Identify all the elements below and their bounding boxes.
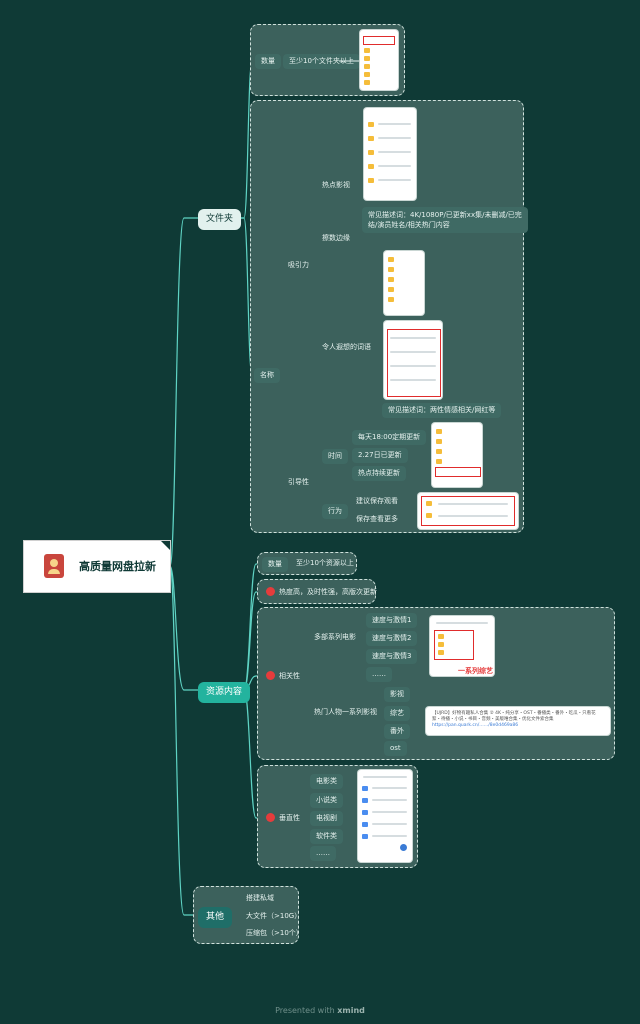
connector-root-resource (169, 565, 199, 691)
folder-node[interactable]: 文件夹 (198, 209, 242, 230)
footer-brand: xmind (337, 1006, 365, 1015)
vertical-label: 垂直性 (279, 814, 300, 822)
time-item-3[interactable]: 热点持续更新 (352, 466, 406, 481)
action-screenshot (418, 493, 518, 529)
hook-node[interactable]: 吸引力 (288, 261, 309, 269)
name-node[interactable]: 名称 (254, 368, 280, 383)
series-item-3[interactable]: 速度与激情3 (366, 649, 418, 664)
marker-icon (266, 813, 275, 822)
relevance-label: 相关性 (279, 672, 300, 680)
hot-video-screenshot (364, 108, 416, 200)
vertical-item-2[interactable]: 小说类 (310, 793, 343, 808)
time-node[interactable]: 时间 (322, 449, 348, 464)
series-screenshot (430, 616, 494, 676)
vertical-item-4[interactable]: 软件类 (310, 829, 343, 844)
resource-count-label[interactable]: 数量 (262, 557, 288, 572)
other-item-1[interactable]: 搭建私域 (246, 894, 274, 902)
series-item-2[interactable]: 速度与激情2 (366, 631, 418, 646)
share-link[interactable]: https://pan.quark.cn/……/8e0d469a86 (432, 723, 519, 728)
other-node-label[interactable]: 其他 (198, 907, 233, 928)
action-item-2[interactable]: 保存查看更多 (356, 515, 398, 523)
share-card[interactable]: 【UJRD】好物有趣私人合集 ② 4K・纯分享・OST・番播类・番外・吃瓜・只看… (426, 707, 610, 735)
time-item-1[interactable]: 每天18:00定期更新 (352, 430, 427, 445)
hot-desc-line1: 常见描述词：4K/1080P/已更新xx集/未删减/已完 (368, 211, 522, 219)
folder-count-label[interactable]: 数量 (255, 54, 281, 69)
marker-icon (266, 587, 275, 596)
person-node[interactable]: 热门人物一系列影视 (314, 708, 377, 716)
vertical-screenshot (358, 770, 412, 862)
resource-count-value[interactable]: 至少10个资源以上 (296, 559, 354, 567)
connector-root-other (169, 565, 199, 916)
time-item-2[interactable]: 2.27日已更新 (352, 448, 408, 463)
vertical-node[interactable]: 垂直性 (262, 811, 304, 825)
resource-hot-node[interactable]: 热度高，及时性强，高版次更新 (262, 585, 381, 599)
footer-prefix: Presented with (275, 1006, 335, 1015)
action-node[interactable]: 行为 (322, 504, 348, 519)
arrow-icon (339, 60, 359, 62)
resource-node[interactable]: 资源内容 (198, 682, 251, 703)
vertical-item-5[interactable]: …… (310, 846, 336, 861)
root-title: 高质量网盘拉新 (79, 560, 156, 573)
root-node[interactable]: 高质量网盘拉新 (24, 541, 170, 592)
other-item-3[interactable]: 压缩包（>10个） (246, 929, 303, 937)
person-item-3[interactable]: 番外 (384, 724, 410, 739)
hot-video-node[interactable]: 热点影视 (322, 181, 350, 189)
connector-root-folder (169, 217, 199, 567)
contact-book-icon (44, 554, 64, 578)
corner-fold (161, 541, 170, 550)
series-annotation: 一系列综艺 (458, 667, 493, 675)
series-item-4[interactable]: …… (366, 667, 392, 682)
vertical-item-3[interactable]: 电视剧 (310, 811, 343, 826)
hot-desc-line2: 结/演员姓名/相关热门内容 (368, 221, 450, 229)
action-item-1[interactable]: 建议保存观看 (356, 497, 398, 505)
series-item-1[interactable]: 速度与激情1 (366, 613, 418, 628)
hot-desc-node[interactable]: 常见描述词：4K/1080P/已更新xx集/未删减/已完 结/演员姓名/相关热门… (362, 207, 528, 233)
time-screenshot (432, 423, 482, 487)
edge-node[interactable]: 擦数边缘 (322, 234, 350, 242)
relevance-node[interactable]: 相关性 (262, 669, 304, 683)
imagine-desc-node[interactable]: 常见描述词：两性情感相关/网红等 (382, 403, 502, 418)
footer: Presented with xmind (0, 1006, 640, 1015)
resource-hot-label: 热度高，及时性强，高版次更新 (279, 588, 377, 596)
series-node[interactable]: 多部系列电影 (314, 633, 356, 641)
guide-node[interactable]: 引导性 (288, 478, 309, 486)
imagine-screenshot-1 (384, 251, 424, 315)
other-item-2[interactable]: 大文件（>10G） (246, 912, 302, 920)
person-item-1[interactable]: 影视 (384, 687, 410, 702)
imagine-screenshot-2 (384, 321, 442, 399)
imagine-node[interactable]: 令人遐想的词语 (322, 343, 371, 351)
share-text: 【UJRD】好物有趣私人合集 ② 4K・纯分享・OST・番播类・番外・吃瓜・只看… (432, 711, 596, 722)
marker-icon (266, 671, 275, 680)
folder-count-value[interactable]: 至少10个文件夹以上 (283, 54, 360, 69)
folder-count-screenshot (360, 30, 398, 90)
person-item-4[interactable]: ost (384, 741, 407, 756)
resource-hot-group (257, 579, 376, 604)
person-item-2[interactable]: 综艺 (384, 706, 410, 721)
vertical-item-1[interactable]: 电影类 (310, 774, 343, 789)
